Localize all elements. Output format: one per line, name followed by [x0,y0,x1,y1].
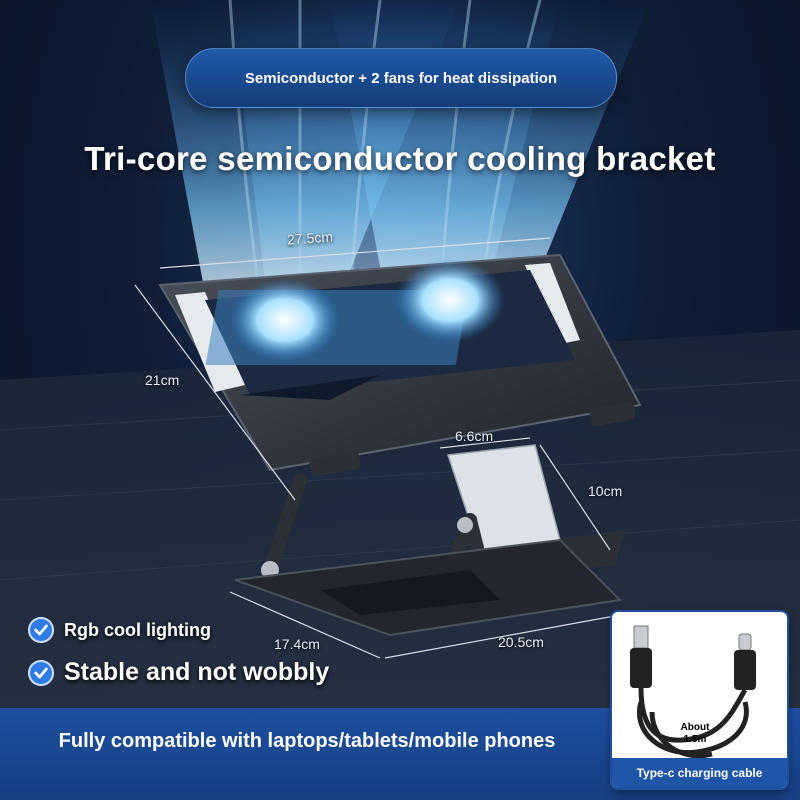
laptop-tray [158,253,642,477]
about-text: About [680,722,710,733]
checkmark-icon [28,659,54,686]
compatibility-text: Fully compatible with laptops/tablets/mo… [58,730,556,752]
product-title: Tri-core semiconductor cooling bracket [84,140,716,177]
charging-cable-inset: Type-c charging cable [612,612,787,788]
feature-label: Rgb cool lighting [64,619,211,640]
cable-length-label: About 1.5m [660,722,730,746]
height-dimension: 21cm [145,372,180,388]
length-value: 1.5m [683,734,707,745]
width-dimension: 27.5cm [286,228,334,248]
phone-height-dimension: 10cm [588,483,623,499]
feature-stable: Stable and not wobbly [28,658,329,687]
base-depth-dimension: 17.4cm [274,636,320,652]
heat-dissipation-banner: Semiconductor + 2 fans for heat dissipat… [185,48,617,108]
phone-width-dimension: 6.6cm [455,428,494,444]
stand-base [234,538,623,637]
cable-caption: Type-c charging cable [612,758,787,788]
base-width-dimension: 20.5cm [498,634,544,650]
checkmark-icon [28,617,54,643]
usb-cable-icon [630,625,756,759]
feature-rgb-lighting: Rgb cool lighting [28,617,211,643]
feature-label: Stable and not wobbly [64,658,330,686]
banner-text: Semiconductor + 2 fans for heat dissipat… [244,69,558,87]
